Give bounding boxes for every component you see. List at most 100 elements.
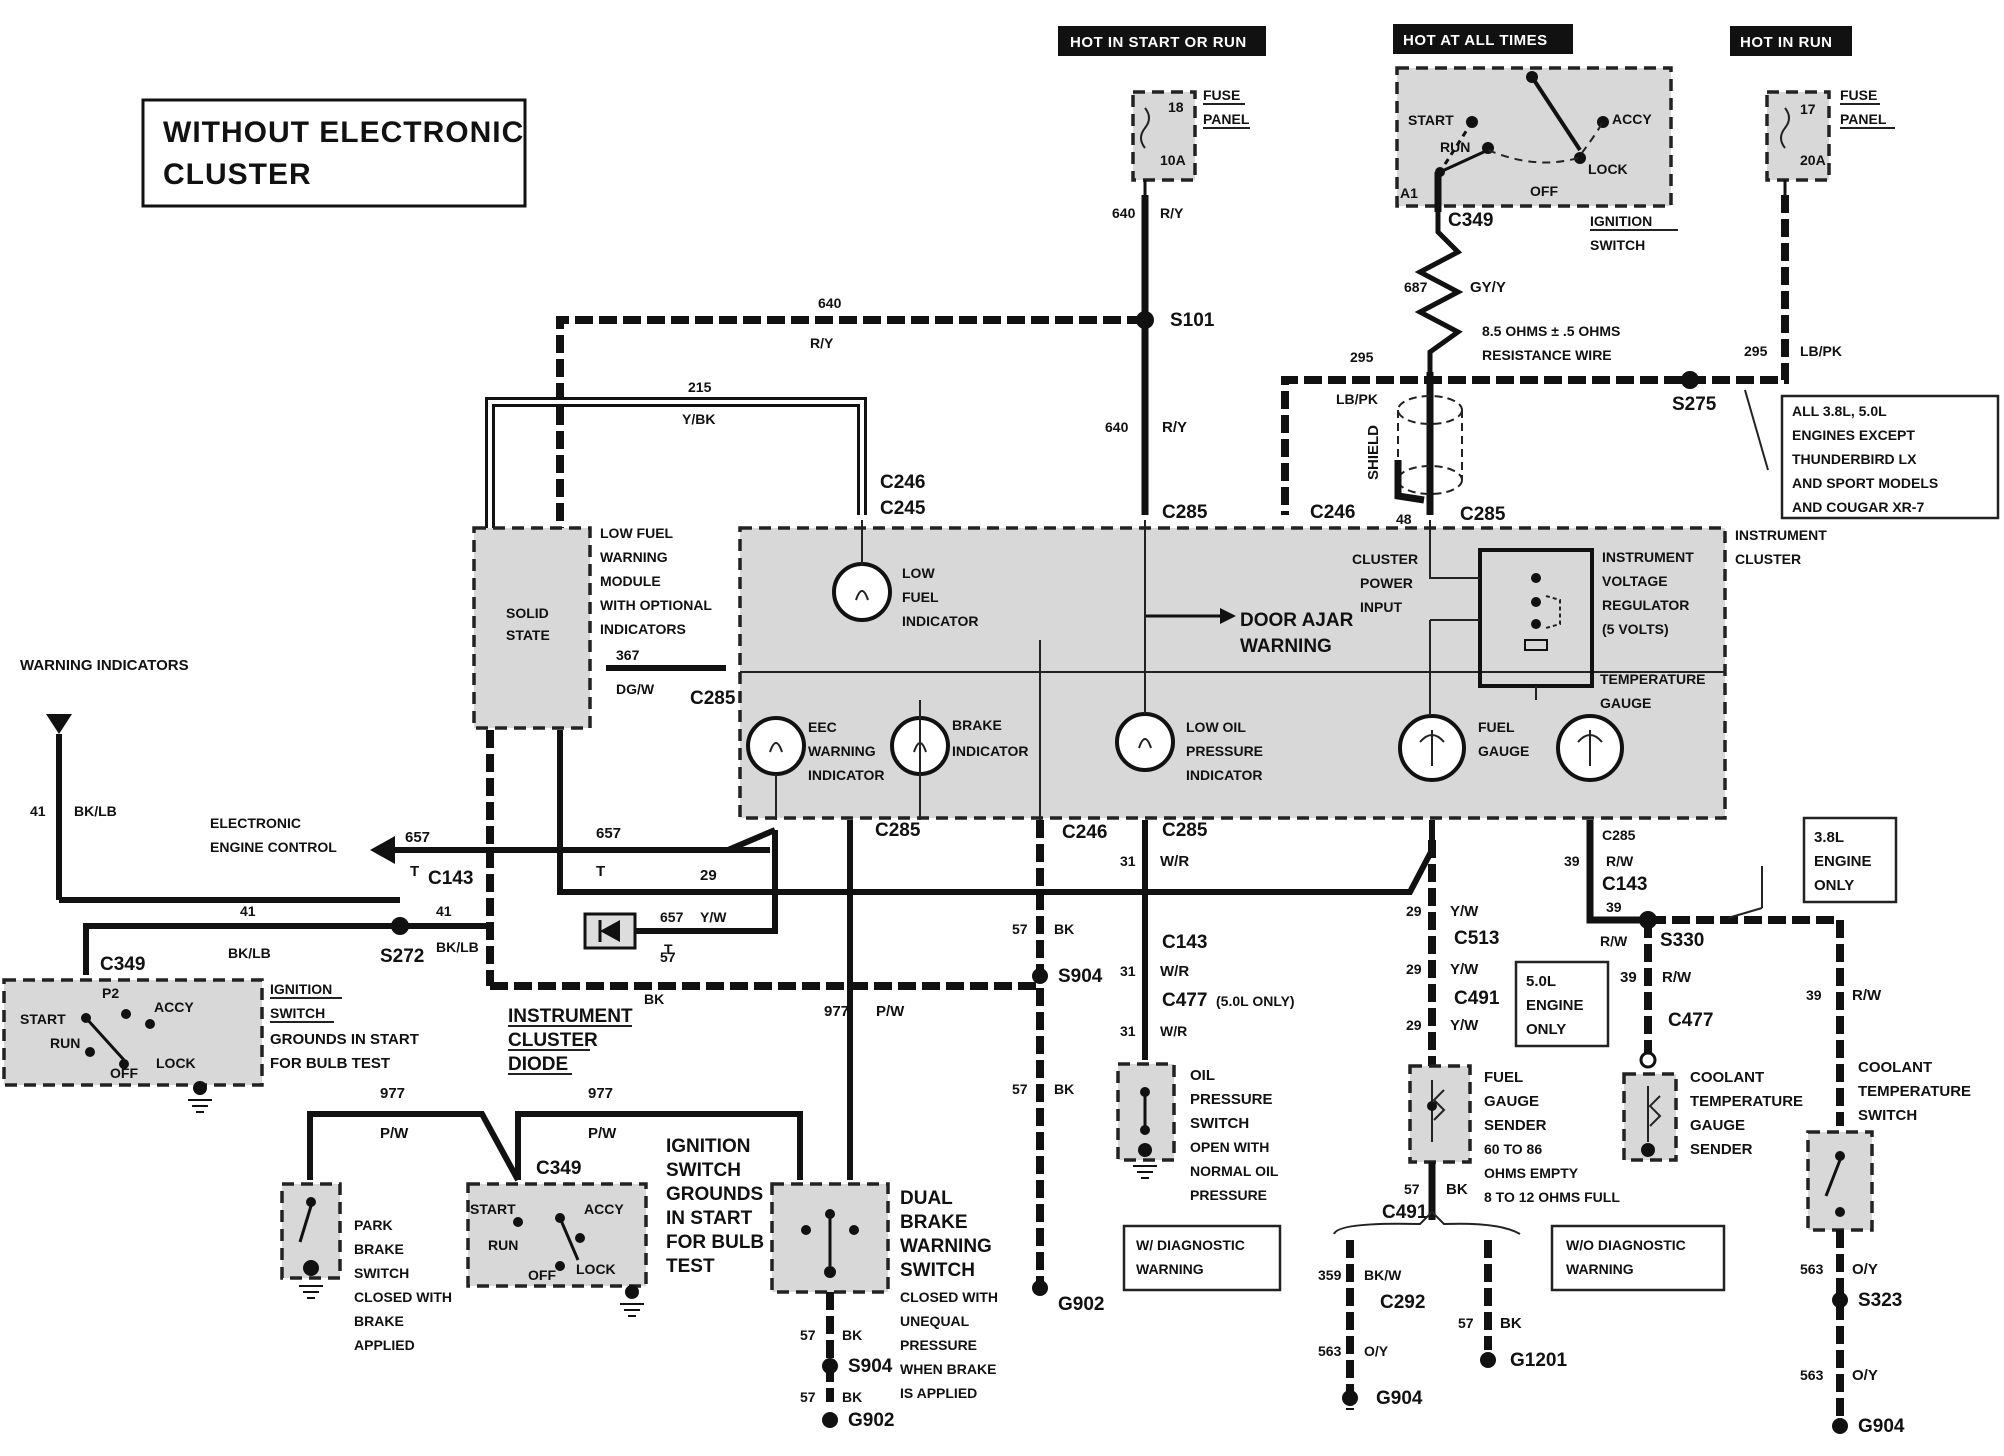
svg-text:W/R: W/R — [1160, 853, 1189, 870]
svg-text:RUN: RUN — [1440, 139, 1470, 155]
svg-text:563: 563 — [1318, 1343, 1342, 1359]
svg-text:ONLY: ONLY — [1526, 1021, 1566, 1038]
svg-text:17: 17 — [1800, 101, 1816, 117]
svg-text:BK/W: BK/W — [1364, 1267, 1402, 1283]
svg-text:R/W: R/W — [1606, 853, 1634, 869]
svg-text:P/W: P/W — [588, 1125, 617, 1142]
svg-text:SWITCH: SWITCH — [900, 1260, 975, 1281]
svg-text:C477: C477 — [1668, 1010, 1713, 1031]
svg-text:Y/W: Y/W — [1450, 903, 1479, 920]
svg-text:57: 57 — [1012, 1081, 1028, 1097]
svg-text:INDICATOR: INDICATOR — [1186, 767, 1262, 783]
svg-text:STATE: STATE — [506, 627, 550, 643]
svg-text:977: 977 — [588, 1085, 613, 1102]
svg-text:BRAKE: BRAKE — [354, 1241, 404, 1257]
coolant-circuit-39: C285 39 R/W C143 39 R/W S330 39 R/W C477… — [1564, 820, 1882, 1126]
svg-text:P/W: P/W — [876, 1003, 905, 1020]
svg-text:WHEN BRAKE: WHEN BRAKE — [900, 1361, 996, 1377]
svg-text:WITH OPTIONAL: WITH OPTIONAL — [600, 597, 712, 613]
svg-text:INDICATOR: INDICATOR — [902, 613, 978, 629]
svg-text:PANEL: PANEL — [1840, 111, 1887, 127]
svg-text:SWITCH: SWITCH — [1590, 237, 1645, 253]
svg-text:C285: C285 — [1602, 827, 1636, 843]
svg-text:PRESSURE: PRESSURE — [1190, 1187, 1267, 1203]
svg-text:INPUT: INPUT — [1360, 599, 1402, 615]
svg-text:PRESSURE: PRESSURE — [1190, 1091, 1273, 1108]
svg-text:G1201: G1201 — [1510, 1350, 1567, 1371]
svg-text:SWITCH: SWITCH — [1858, 1107, 1917, 1124]
svg-text:FUSE: FUSE — [1203, 87, 1240, 103]
svg-text:C292: C292 — [1380, 1292, 1425, 1313]
svg-text:DIODE: DIODE — [508, 1054, 568, 1075]
svg-text:Y/W: Y/W — [1450, 961, 1479, 978]
svg-text:29: 29 — [1406, 961, 1422, 977]
svg-text:563: 563 — [1800, 1367, 1824, 1383]
svg-text:57: 57 — [660, 949, 676, 965]
svg-text:OIL: OIL — [1190, 1067, 1215, 1084]
svg-text:3.8L: 3.8L — [1814, 829, 1844, 846]
svg-text:WARNING: WARNING — [600, 549, 668, 565]
svg-text:START: START — [1408, 112, 1454, 128]
svg-text:S904: S904 — [848, 1356, 893, 1377]
svg-text:18: 18 — [1168, 99, 1184, 115]
svg-text:C245: C245 — [880, 498, 926, 519]
svg-text:(5.0L ONLY): (5.0L ONLY) — [1216, 993, 1295, 1009]
svg-text:31: 31 — [1120, 963, 1136, 979]
fuse-panel-18: 18 10A FUSE PANEL — [1131, 87, 1250, 195]
svg-text:CLUSTER: CLUSTER — [1735, 551, 1801, 567]
svg-text:W/R: W/R — [1160, 1023, 1187, 1039]
svg-text:COOLANT: COOLANT — [1858, 1059, 1932, 1076]
svg-text:31: 31 — [1120, 853, 1136, 869]
svg-text:CLUSTER: CLUSTER — [508, 1030, 598, 1051]
park-brake-switch: PARK BRAKE SWITCH CLOSED WITH BRAKE APPL… — [280, 1182, 452, 1353]
instrument-cluster-diode: 657 57 Y/W T BK INSTRUMENT CLUSTER DIODE — [486, 730, 1042, 1075]
instrument-cluster: INSTRUMENT CLUSTER LOW FUEL INDICATOR EE… — [738, 520, 1827, 820]
svg-text:41: 41 — [436, 903, 452, 919]
svg-text:OPEN WITH: OPEN WITH — [1190, 1139, 1269, 1155]
svg-text:BK: BK — [1054, 1081, 1074, 1097]
ignition-switch-left: C349 START RUN OFF LOCK ACCY P2 IGNITION… — [2, 954, 419, 1113]
svg-text:INSTRUMENT: INSTRUMENT — [508, 1006, 633, 1027]
svg-text:START: START — [20, 1011, 66, 1027]
svg-text:R/W: R/W — [1600, 933, 1628, 949]
svg-text:ALL 3.8L, 5.0L: ALL 3.8L, 5.0L — [1792, 403, 1887, 419]
svg-text:R/Y: R/Y — [810, 335, 834, 351]
svg-text:RUN: RUN — [488, 1237, 518, 1253]
svg-text:10A: 10A — [1160, 152, 1186, 168]
svg-text:DG/W: DG/W — [616, 681, 655, 697]
svg-text:WARNING: WARNING — [808, 743, 876, 759]
svg-text:57: 57 — [1404, 1181, 1420, 1197]
svg-text:SWITCH: SWITCH — [1190, 1115, 1249, 1132]
svg-text:C491: C491 — [1382, 1202, 1428, 1223]
svg-text:OFF: OFF — [1530, 183, 1558, 199]
svg-text:G902: G902 — [1058, 1294, 1104, 1315]
fuel-gauge-sender: FUEL GAUGE SENDER 60 TO 86 OHMS EMPTY 8 … — [1318, 1064, 1620, 1410]
svg-text:BRAKE: BRAKE — [354, 1313, 404, 1329]
svg-text:GY/Y: GY/Y — [1470, 279, 1506, 296]
svg-text:MODULE: MODULE — [600, 573, 661, 589]
svg-text:BK/LB: BK/LB — [436, 939, 479, 955]
svg-text:LB/PK: LB/PK — [1336, 391, 1378, 407]
svg-text:O/Y: O/Y — [1364, 1343, 1389, 1359]
svg-text:O/Y: O/Y — [1852, 1367, 1878, 1384]
svg-text:ENGINE: ENGINE — [1814, 853, 1872, 870]
svg-text:215: 215 — [688, 379, 712, 395]
svg-text:IS APPLIED: IS APPLIED — [900, 1385, 977, 1401]
svg-text:OFF: OFF — [528, 1267, 556, 1283]
svg-text:START: START — [470, 1201, 516, 1217]
svg-text:Y/BK: Y/BK — [682, 411, 715, 427]
svg-text:60 TO 86: 60 TO 86 — [1484, 1141, 1542, 1157]
svg-text:GROUNDS: GROUNDS — [666, 1184, 763, 1205]
svg-text:DUAL: DUAL — [900, 1188, 953, 1209]
svg-text:EEC: EEC — [808, 719, 837, 735]
svg-text:IGNITION: IGNITION — [1590, 213, 1652, 229]
svg-text:UNEQUAL: UNEQUAL — [900, 1313, 970, 1329]
svg-text:359: 359 — [1318, 1267, 1342, 1283]
svg-text:WARNING: WARNING — [1136, 1261, 1204, 1277]
svg-text:T: T — [596, 863, 605, 880]
svg-text:C349: C349 — [536, 1158, 581, 1179]
svg-text:295: 295 — [1744, 343, 1768, 359]
svg-text:APPLIED: APPLIED — [354, 1337, 415, 1353]
svg-text:657: 657 — [596, 825, 621, 842]
svg-text:ACCY: ACCY — [1612, 111, 1652, 127]
